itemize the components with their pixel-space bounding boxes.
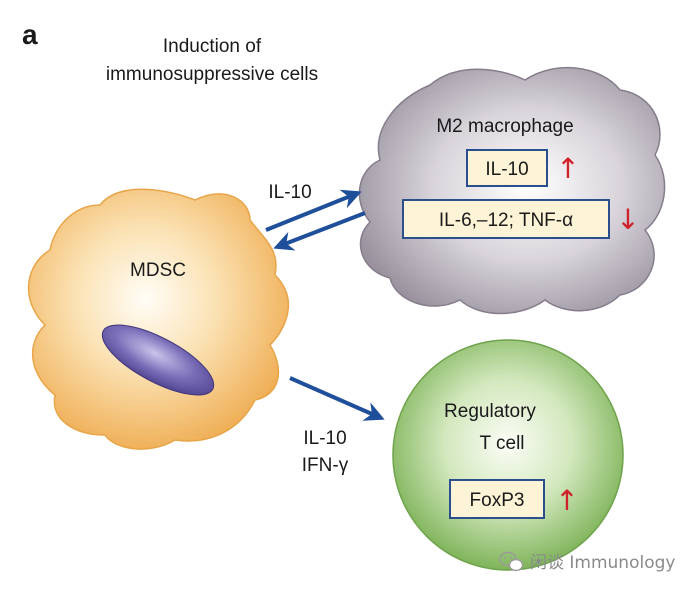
- arrow-label-bottom-line1: IL-10: [303, 428, 346, 449]
- cytokines-down-arrow-icon: ↓: [616, 203, 639, 236]
- mdsc-label: MDSC: [130, 260, 186, 281]
- panel-label: a: [22, 19, 38, 50]
- watermark: 闲谈 Immunology: [499, 551, 675, 573]
- heading-line1: Induction of: [163, 36, 262, 57]
- wechat-icon: [499, 551, 524, 572]
- foxp3-box: [449, 479, 545, 519]
- regulatory-t-cell: Regulatory T cell FoxP3 ↑: [392, 339, 624, 571]
- treg-title-line1: Regulatory: [444, 401, 536, 422]
- mdsc-nucleus: [101, 324, 215, 396]
- cytokines-box: [402, 199, 610, 239]
- il10-box-text: IL-10: [485, 159, 528, 180]
- il10-box: [466, 149, 548, 187]
- arrow-mdsc-to-macrophage: [265, 189, 362, 232]
- arrow-label-top: IL-10: [268, 182, 311, 203]
- mdsc-cell: MDSC: [28, 188, 290, 450]
- il10-up-arrow-icon: ↑: [556, 152, 579, 185]
- arrow-label-bottom-line2: IFN-γ: [302, 455, 349, 476]
- watermark-text: 闲谈 Immunology: [530, 553, 675, 573]
- arrow-mdsc-to-treg: [289, 376, 385, 421]
- heading-line2: immunosuppressive cells: [106, 64, 318, 85]
- treg-title-line2: T cell: [479, 433, 524, 454]
- foxp3-up-arrow-icon: ↑: [555, 484, 578, 517]
- macrophage-title: M2 macrophage: [436, 116, 573, 137]
- arrow-macrophage-to-mdsc: [273, 211, 366, 251]
- foxp3-box-text: FoxP3: [470, 490, 525, 511]
- m2-macrophage-cell: M2 macrophage IL-10 ↑ IL-6,–12; TNF-α ↓: [358, 67, 666, 315]
- cytokines-box-text: IL-6,–12; TNF-α: [439, 210, 573, 231]
